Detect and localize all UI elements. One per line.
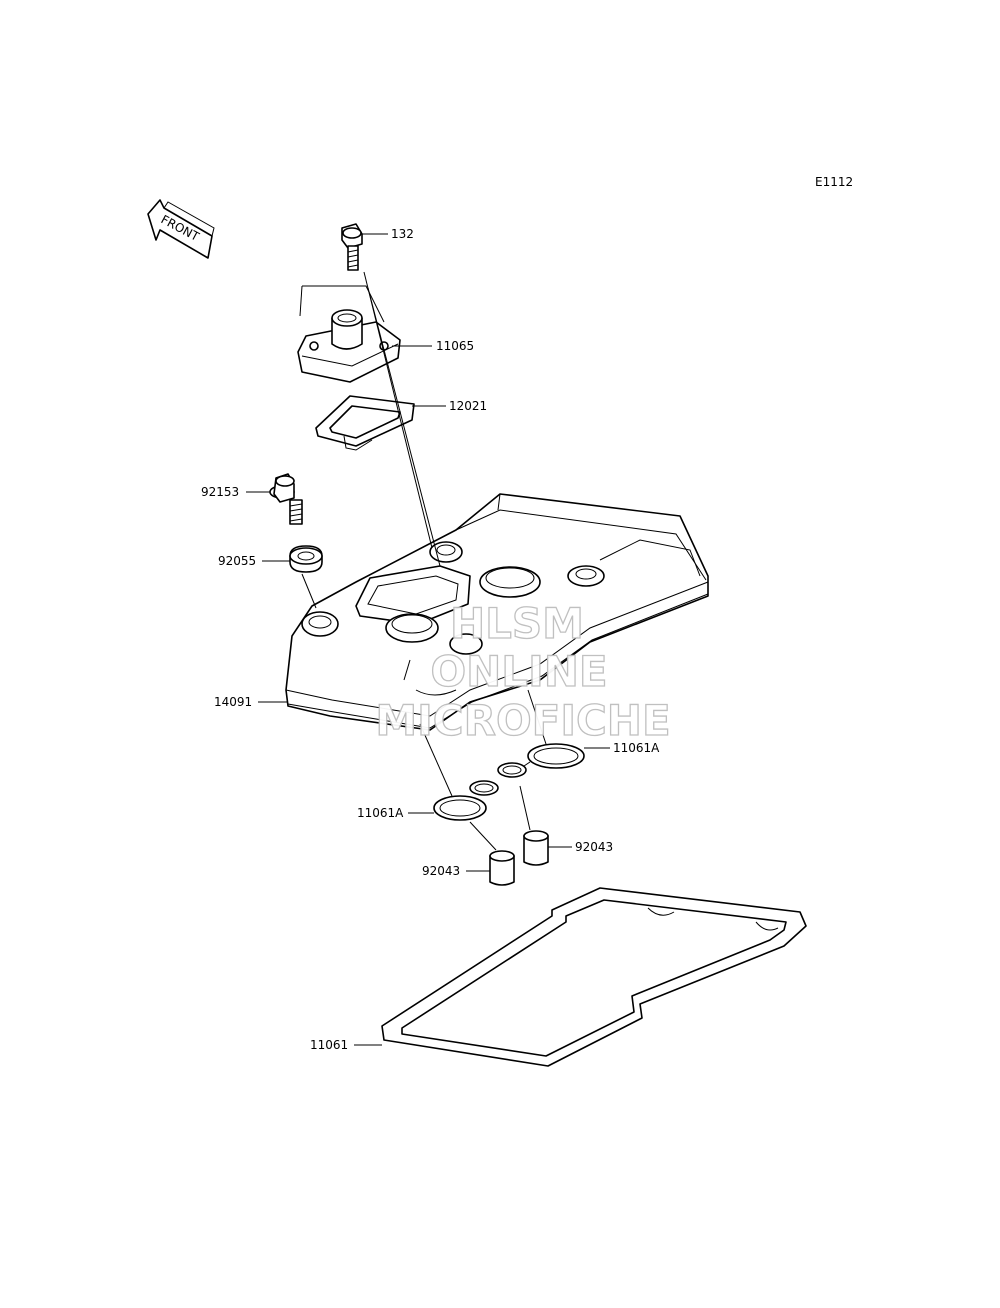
- watermark-line-3: MICROFICHE: [375, 696, 670, 745]
- label-12021: 12021: [449, 399, 487, 413]
- label-92055: 92055: [218, 554, 256, 568]
- gasket-11061: [381, 887, 807, 1067]
- dowel-92043-right: [523, 830, 549, 866]
- front-arrow-icon: FRONT: [147, 199, 215, 259]
- cylinder-head-cover-14091: [285, 493, 709, 731]
- watermark: HLSM ONLINE MICROFICHE: [375, 598, 672, 745]
- label-92043-right: 92043: [575, 840, 613, 854]
- breather-cap-11065: [297, 309, 401, 383]
- washer-92055: [289, 545, 323, 573]
- label-92043-left: 92043: [422, 864, 460, 878]
- label-11061A-right: 11061A: [613, 741, 660, 755]
- label-leaders: [246, 233, 610, 1046]
- bolt-92153: [269, 473, 303, 525]
- bolt-132: [341, 223, 363, 271]
- label-92153: 92153: [201, 485, 239, 499]
- watermark-line-1: HLSM: [450, 599, 584, 648]
- gasket-12021: [315, 395, 415, 451]
- dowel-92043-left: [489, 850, 515, 886]
- gasket-11061A-right: [497, 743, 585, 778]
- diagram-code: E1112: [815, 175, 853, 189]
- label-132: 132: [391, 227, 414, 241]
- label-11061: 11061: [310, 1038, 348, 1052]
- watermark-line-2: ONLINE: [430, 647, 607, 696]
- gasket-11061A-left: [433, 780, 499, 821]
- label-14091: 14091: [214, 695, 252, 709]
- label-11065: 11065: [436, 339, 474, 353]
- label-11061A-left: 11061A: [357, 806, 404, 820]
- alignment-lines: [299, 271, 547, 851]
